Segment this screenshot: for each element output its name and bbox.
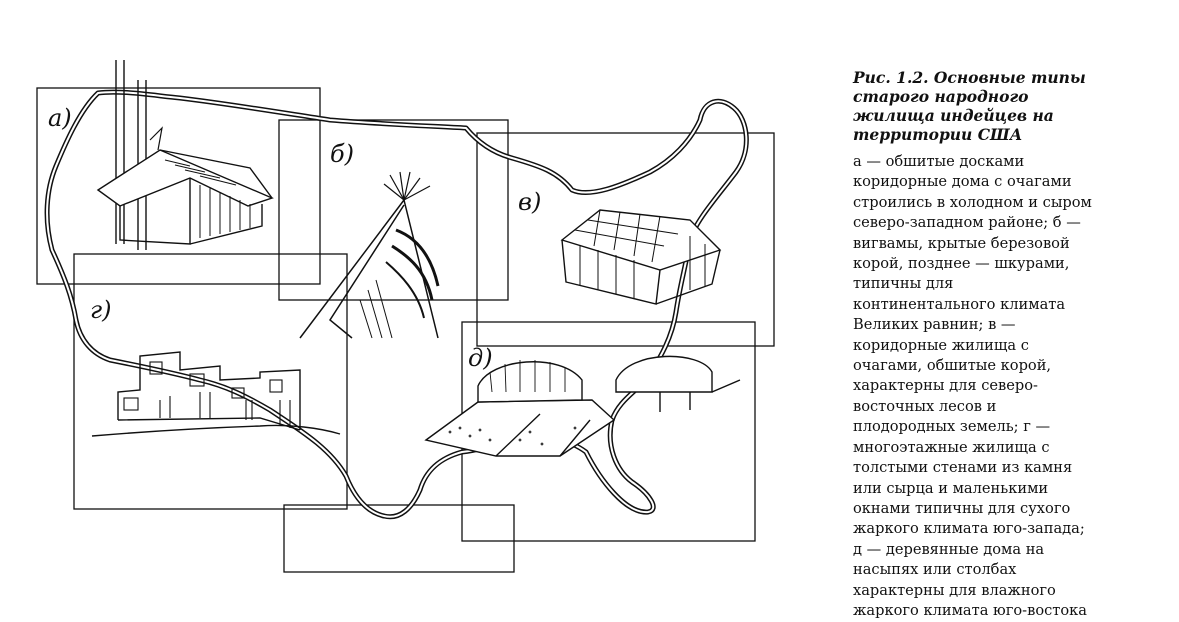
caption-body: а — обшитые досками коридорные дома с оч… — [853, 153, 1092, 619]
longhouse-illustration — [560, 209, 722, 305]
tipi-illustration — [299, 171, 440, 339]
panel-label-b: б) — [330, 140, 354, 168]
panel-label-v: в) — [518, 188, 541, 216]
frame-v — [476, 132, 775, 347]
pueblo-illustration — [91, 351, 341, 437]
caption-title: Рис. 1.2. Основные типы старого народног… — [853, 68, 1086, 144]
frame-g — [73, 253, 348, 510]
frame-b — [278, 119, 509, 301]
figure-caption: Рис. 1.2. Основные типы старого народног… — [853, 68, 1173, 621]
usa-outline — [44, 89, 749, 520]
panel-label-g: г) — [90, 296, 112, 324]
mound-house-illustration — [424, 355, 741, 457]
panel-label-d: д) — [468, 344, 493, 372]
plank-house-illustration — [96, 60, 274, 250]
frame-a — [36, 87, 321, 285]
us-map-drawing: а) б) в) г) д) — [36, 60, 775, 573]
panel-label-a: а) — [48, 104, 72, 132]
figure-illustration: а) б) в) г) д) — [36, 60, 775, 573]
frame-bottom — [283, 504, 515, 573]
